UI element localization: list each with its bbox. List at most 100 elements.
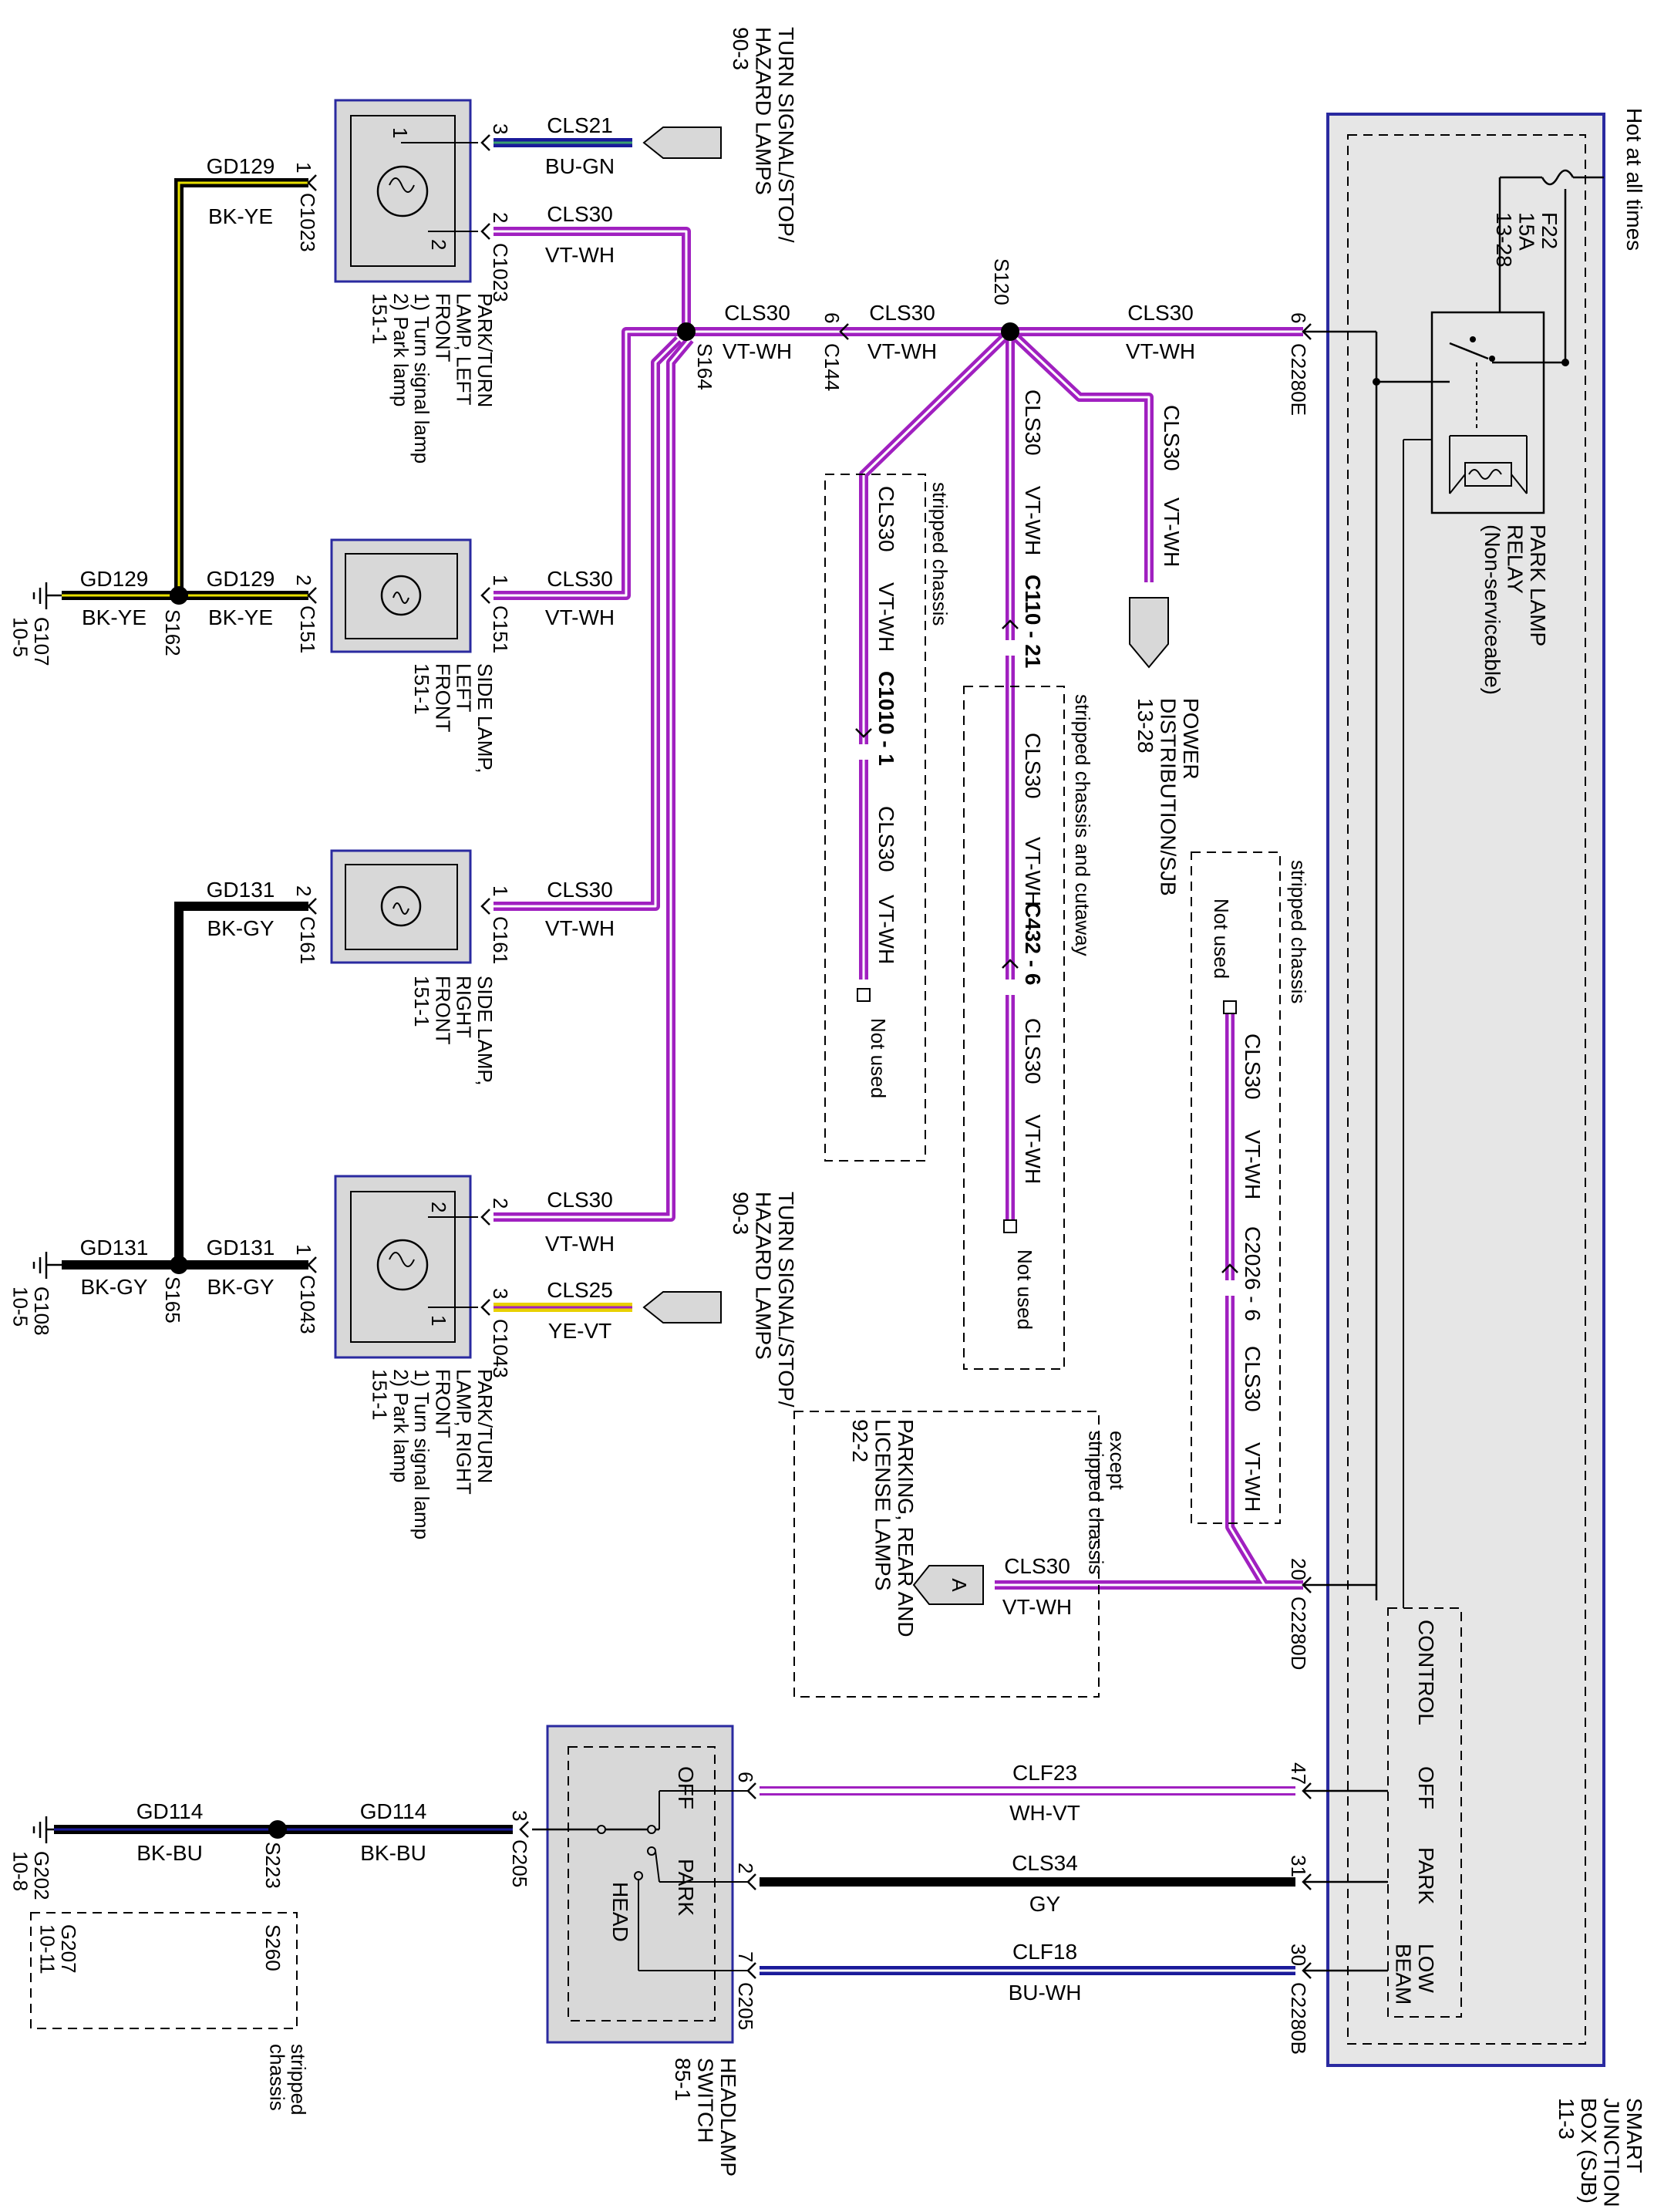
connector-c432-6: C432 - 6 [1021, 902, 1045, 985]
wire-label-vt-wh-g: VT-WH [1126, 339, 1195, 363]
pin-lamp-left-1: 1 [389, 127, 412, 138]
turn-signal-tag-top [642, 126, 722, 159]
note-stripped-cutaway: stripped chassis and cutaway [1071, 694, 1094, 956]
note-except-stripped: exceptstripped chassis [1085, 1431, 1129, 1574]
note-stripped-chassis-b: stripped chassis [1287, 860, 1310, 1003]
wire-label-vt-wh-v6: VT-WH [1160, 497, 1184, 567]
connector-c2026-6: C2026 - 6 [1241, 1226, 1265, 1321]
wire-label-clf18: CLF18 [1012, 1940, 1077, 1964]
wire-label-gd114-a: GD114 [136, 1799, 204, 1823]
wire-label-bk-bu-b: BK-BU [360, 1841, 426, 1865]
wire-label-cls30-f: CLS30 [869, 301, 935, 325]
headlamp-switch [532, 1725, 748, 2044]
connector-c1023-b: C1023 [489, 243, 512, 302]
wire-label-cls30-v7: CLS30 [1241, 1034, 1265, 1100]
sjb-low-beam-label: LOWBEAM [1392, 1944, 1438, 2005]
wire-label-bk-ye-c: BK-YE [208, 605, 273, 629]
parking-lamps-tag [912, 1565, 984, 1605]
ground-g202: G20210-8 [9, 1851, 53, 1900]
note-stripped-chassis-a: stripped chassis [928, 482, 952, 625]
pin-c1023-3: 3 [489, 123, 512, 134]
wire-label-vt-wh-v5: VT-WH [1021, 1114, 1045, 1184]
wire-label-cls30-d: CLS30 [547, 1188, 613, 1212]
wire-label-gd131-c: GD131 [207, 1236, 275, 1259]
park-turn-right-label: PARK/TURNLAMP, RIGHTFRONT1) Turn signal … [369, 1369, 497, 1539]
wire-gd131 [62, 902, 308, 1270]
power-distribution-tag [1129, 597, 1169, 669]
wire-label-cls30-a: CLS30 [547, 202, 613, 226]
wire-label-cls34: CLS34 [1012, 1851, 1078, 1875]
splice-s260: S260 [261, 1924, 285, 1971]
wire-label-bu-wh: BU-WH [1009, 1981, 1082, 2005]
pin-c205-3: 3 [508, 1810, 531, 1821]
wire-label-bk-gy-a: BK-GY [207, 916, 274, 940]
ground-g207: G20710-11 [36, 1924, 80, 1974]
wire-label-vt-wh-h: VT-WH [1002, 1595, 1072, 1619]
connector-c205-b: C205 [508, 1839, 531, 1887]
inline-connectors [855, 619, 1238, 1296]
pin-c161-1: 1 [489, 885, 512, 896]
pin-c1023-2: 2 [489, 212, 512, 223]
wire-label-gy: GY [1029, 1892, 1061, 1916]
relay-label: PARK LAMPRELAY(Non-serviceable) [1481, 524, 1550, 695]
wire-label-bk-gy-c: BK-GY [207, 1275, 274, 1299]
wire-label-vt-wh-v8: VT-WH [1241, 1442, 1265, 1512]
pin-c1023-1: 1 [292, 162, 315, 173]
wire-label-bu-gn: BU-GN [545, 154, 615, 178]
park-turn-lamp-left [334, 99, 478, 283]
wire-label-cls30-c: CLS30 [547, 878, 613, 902]
park-turn-lamp-right [334, 1175, 478, 1359]
pin-c2280b-31: 31 [1287, 1855, 1310, 1877]
parking-lamps-label: PARKING, REAR ANDLICENSE LAMPS92-2 [848, 1419, 918, 1637]
turn-signal-tag-bottom [642, 1291, 722, 1323]
splice-s164: S164 [693, 343, 716, 390]
connector-c1043-b: C1043 [489, 1319, 512, 1378]
wire-label-vt-wh-v2: VT-WH [874, 895, 898, 964]
violet-wires [494, 227, 1303, 1590]
connector-c2280e: C2280E [1287, 343, 1310, 416]
pin-lamp-left-2: 2 [427, 239, 450, 250]
fuse-label: F2215A13-28 [1492, 212, 1561, 268]
note-not-used-a: Not used [867, 1018, 890, 1098]
connector-c151-b: C151 [489, 605, 512, 653]
connector-c2280d: C2280D [1287, 1597, 1310, 1670]
note-stripped-chassis-c: strippedchassis [266, 2044, 310, 2116]
side-right-label: SIDE LAMP,RIGHTFRONT151-1 [410, 976, 497, 1086]
wire-label-gd129-c: GD129 [207, 567, 275, 591]
option-boxes [30, 474, 1281, 2029]
wire-label-cls21: CLS21 [547, 113, 613, 137]
wire-label-cls30-v3: CLS30 [1021, 389, 1045, 456]
wire-label-gd131-b: GD131 [80, 1236, 149, 1259]
splice-s162: S162 [161, 609, 184, 656]
note-not-used-b: Not used [1013, 1249, 1036, 1330]
wire-label-vt-wh-c: VT-WH [545, 916, 615, 940]
wire-label-clf23: CLF23 [1012, 1761, 1077, 1785]
connector-c1023-a: C1023 [296, 193, 319, 252]
pin-lamp-right-2: 2 [427, 1202, 450, 1212]
wire-label-cls30-b: CLS30 [547, 567, 613, 591]
wire-label-vt-wh-e: VT-WH [723, 339, 792, 363]
side-left-label: SIDE LAMP,LEFTFRONT151-1 [410, 663, 497, 774]
connector-c151-a: C151 [296, 605, 319, 653]
wire-label-bk-ye-b: BK-YE [82, 605, 147, 629]
pin-c144-6: 6 [820, 312, 844, 323]
wire-label-vt-wh-v1: VT-WH [874, 582, 898, 652]
not-used-terminals [857, 988, 1237, 1233]
turn-signal-label-top: TURN SIGNAL/STOP/HAZARD LAMPS90-3 [729, 27, 798, 243]
connector-c2280b: C2280B [1287, 1982, 1310, 2055]
sjb-control-box [1387, 1607, 1462, 2018]
fuse-f22 [1492, 169, 1604, 366]
wire-label-cls25: CLS25 [547, 1278, 613, 1302]
pin-c205-2: 2 [734, 1863, 757, 1873]
connector-c1043-a: C1043 [296, 1275, 319, 1334]
pin-c2280b-30: 30 [1287, 1944, 1310, 1966]
wire-label-vt-wh-f: VT-WH [867, 339, 937, 363]
pin-c161-2: 2 [292, 885, 315, 896]
switch-off-label: OFF [674, 1766, 698, 1809]
wire-label-vt-wh-v7: VT-WH [1241, 1130, 1265, 1199]
ground-g108: G10810-5 [9, 1286, 53, 1336]
wire-label-cls30-v2: CLS30 [874, 806, 898, 872]
pin-c151-2: 2 [292, 575, 315, 585]
